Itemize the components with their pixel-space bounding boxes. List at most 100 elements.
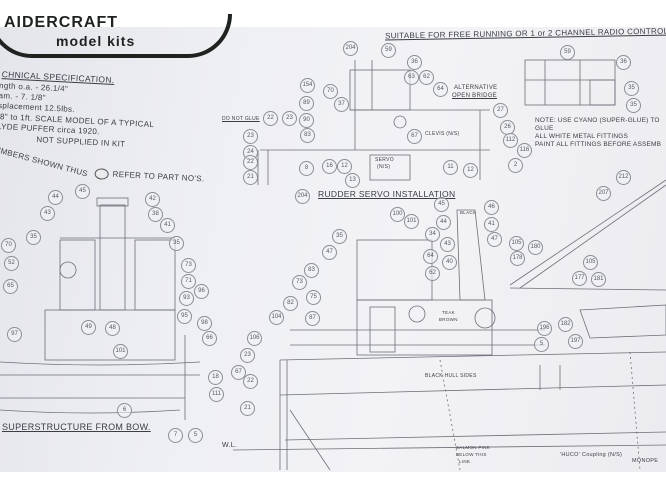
part-callout: 35 [626,98,641,113]
part-callout: 8 [299,161,314,176]
plan-sheet-photo: CHNICAL SPECIFICATION. ngth o.a. - 26.1/… [0,27,666,472]
part-callout: 42 [145,192,160,207]
part-callout: 105 [583,255,598,270]
part-callout: 18 [208,370,223,385]
waterline-label: W.L. [222,442,238,449]
part-callout: 41 [484,217,499,232]
part-callout: 106 [247,331,262,346]
part-callout: 12 [337,159,352,174]
part-callout: 44 [436,215,451,230]
note-line-2: ALL WHITE METAL FITTINGS [535,133,629,140]
part-callout: 45 [75,184,90,199]
part-callout: 47 [487,232,502,247]
part-callout: 196 [537,321,552,336]
part-callout: 64 [433,82,448,97]
part-callout: 5 [534,337,549,352]
part-callout: 96 [194,284,209,299]
clevis-label: CLEVIS (N/S) [425,131,460,137]
part-callout: 83 [304,263,319,278]
ship-plan-drawing [0,59,666,471]
black-funnel-label: BLACK [460,210,477,215]
part-callout: 95 [177,309,192,324]
part-callout: 41 [160,218,175,233]
part-callout: 182 [558,317,573,332]
part-callout: 70 [1,238,16,253]
part-callout: 73 [292,275,307,290]
part-callout: 35 [332,229,347,244]
part-callout: 207 [596,186,611,201]
part-callout: 70 [323,84,338,99]
part-callout: 48 [105,321,120,336]
assembly-notes: NOTE: USE CYANO (SUPER-GLUE) TO GLUE ALL… [535,117,663,149]
part-callout: 21 [243,170,258,185]
part-callout: 52 [4,256,19,271]
part-callout: 101 [404,214,419,229]
part-callout: 111 [209,387,224,402]
part-callout: 59 [560,45,575,60]
part-callout: 104 [269,310,284,325]
part-callout: 65 [3,279,18,294]
part-callout: 101 [113,344,128,359]
part-callout: 12 [463,163,478,178]
salmon-pink-1: SALMON PINK [456,445,491,450]
part-callout: 177 [572,271,587,286]
part-callout: 64 [423,249,438,264]
superstructure-title: SUPERSTRUCTURE FROM BOW. [2,422,151,432]
servo-ns-label: (N/S) [377,164,391,170]
part-callout: 93 [179,291,194,306]
do-not-glue-label: DO NOT GLUE [222,116,260,122]
callout-circle-symbol-icon [94,168,109,180]
part-callout: 36 [407,55,422,70]
part-callout: 22 [243,155,258,170]
note-line-1: NOTE: USE CYANO (SUPER-GLUE) TO GLUE [535,117,660,132]
part-callout: 66 [202,331,217,346]
part-callout: 21 [240,401,255,416]
part-callout: 46 [484,200,499,215]
part-callout: 98 [197,316,212,331]
logo-brand: AIDERCRAFT [4,14,118,31]
part-callout: 11 [443,160,458,175]
part-callout: 36 [616,55,631,70]
part-callout: 5 [188,428,203,443]
part-callout: 35 [624,81,639,96]
part-callout: 6 [117,403,132,418]
part-callout: 112 [503,133,518,148]
part-callout: 59 [381,43,396,58]
part-callout: 38 [148,207,163,222]
part-callout: 204 [295,189,310,204]
part-callout: 197 [568,334,583,349]
part-callout: 13 [345,173,360,188]
part-callout: 23 [243,129,258,144]
teak-label: TEAK [442,310,455,315]
part-callout: 22 [243,374,258,389]
part-callout: 63 [404,70,419,85]
part-callout: 83 [300,128,315,143]
part-callout: 22 [263,111,278,126]
open-bridge-detail [257,60,490,185]
logo-subtitle: model kits [56,33,136,49]
part-callout: 67 [407,129,422,144]
part-callout: 37 [334,97,349,112]
part-callout: 105 [509,236,524,251]
side-elevation [232,179,666,471]
monoperm-label: MONOPE [632,458,659,464]
part-callout: 73 [181,258,196,273]
salmon-pink-3: LINE. [459,459,472,464]
part-callout: 16 [322,159,337,174]
part-callout: 27 [493,103,508,118]
part-callout: 43 [440,237,455,252]
part-callout: 100 [390,207,405,222]
part-callout: 23 [240,348,255,363]
rudder-servo-title: RUDDER SERVO INSTALLATION [318,189,456,199]
part-callout: 180 [528,240,543,255]
part-callout: 43 [40,206,55,221]
part-callout: 34 [425,227,440,242]
part-callout: 49 [81,320,96,335]
part-callout: 45 [434,197,449,212]
part-callout: 2 [508,158,523,173]
part-callout: 62 [419,70,434,85]
part-callout: 90 [299,113,314,128]
part-callout: 82 [283,296,298,311]
note-line-3: PAINT ALL FITTINGS BEFORE ASSEMB [535,141,662,148]
superstructure-bow-view [0,197,201,420]
